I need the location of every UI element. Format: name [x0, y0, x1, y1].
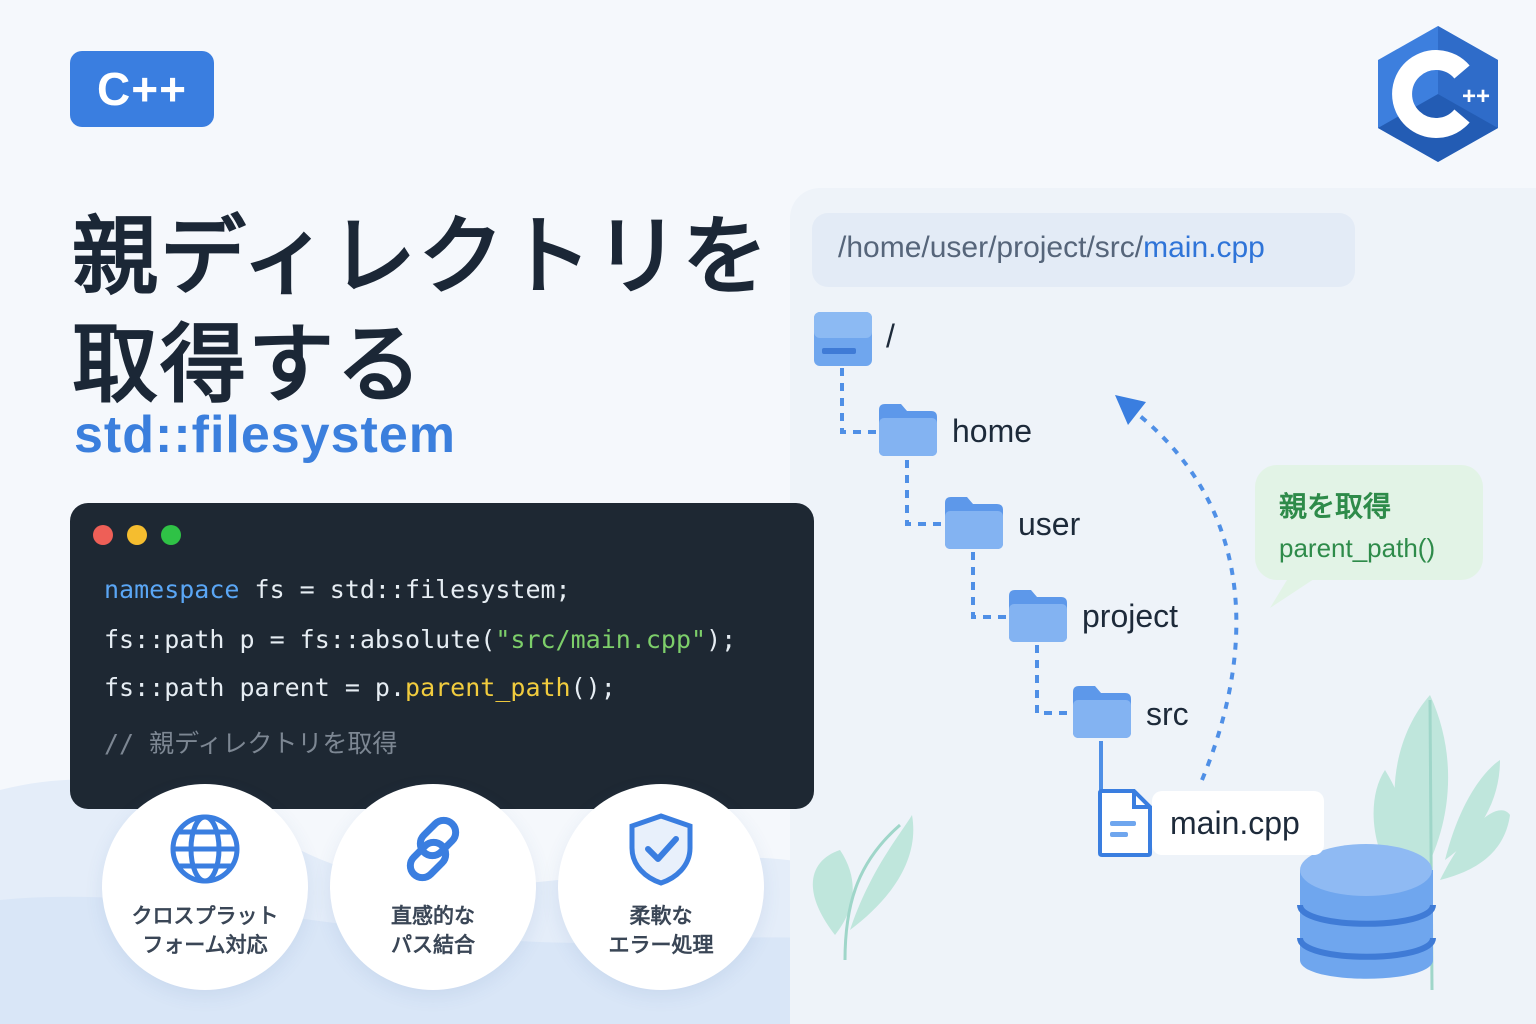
folder-icon: [1009, 590, 1067, 642]
code-line-1: namespace fs = std::filesystem;: [104, 575, 571, 604]
tree-node-root: /: [886, 318, 895, 354]
code-function: parent_path: [405, 673, 571, 702]
cpp-badge: C++: [70, 51, 214, 127]
feature-cross-platform: クロスプラットフォーム対応: [102, 784, 308, 990]
code-text: ();: [570, 673, 616, 702]
code-text: fs::path p = fs::absolute(: [104, 625, 496, 654]
tree-node-src: src: [1146, 696, 1189, 732]
drive-icon: [814, 312, 872, 366]
folder-icon: [945, 497, 1003, 549]
svg-text:++: ++: [1462, 83, 1490, 110]
path-filename: main.cpp: [1143, 231, 1265, 264]
folder-icon: [1073, 686, 1131, 738]
feature-label: クロスプラットフォーム対応: [131, 904, 279, 957]
window-minimize-dot: [127, 525, 147, 545]
tree-node-file: main.cpp: [1170, 805, 1300, 841]
code-text: fs = std::filesystem;: [239, 575, 571, 604]
path-bar: /home/user/project/src/main.cpp: [812, 213, 1355, 287]
code-window: [70, 503, 814, 809]
cpp-logo-icon: ++: [1378, 26, 1498, 162]
page-subtitle: std::filesystem: [74, 406, 456, 464]
feature-label: 直感的なパス結合: [391, 904, 475, 957]
tree-node-home: home: [952, 413, 1033, 449]
tree-node-project: project: [1082, 598, 1179, 634]
page-title-line1: 親ディレクトリを: [72, 207, 770, 307]
parent-path-callout: 親を取得 parent_path(): [1255, 465, 1483, 580]
link-icon: [406, 816, 460, 882]
code-text: );: [706, 625, 737, 654]
file-icon: [1098, 789, 1152, 857]
globe-icon: [170, 814, 240, 884]
window-close-dot: [93, 525, 113, 545]
page-title-line2: 取得する: [72, 315, 424, 415]
code-string: "src/main.cpp": [495, 625, 707, 654]
code-line-2: fs::path p = fs::absolute("src/main.cpp"…: [104, 625, 736, 654]
callout-function: parent_path(): [1279, 533, 1436, 563]
feature-path-join: 直感的なパス結合: [330, 784, 536, 990]
code-text: fs::path parent = p.: [104, 673, 406, 702]
shield-check-icon: [629, 813, 693, 886]
code-line-3: fs::path parent = p.parent_path();: [104, 673, 616, 702]
feature-label: 柔軟なエラー処理: [608, 904, 714, 957]
file-label-box: [1152, 791, 1324, 855]
window-maximize-dot: [161, 525, 181, 545]
tree-node-user: user: [1018, 506, 1081, 542]
callout-title: 親を取得: [1279, 490, 1392, 523]
code-comment: // 親ディレクトリを取得: [104, 729, 398, 758]
code-keyword: namespace: [104, 575, 240, 604]
path-prefix: /home/user/project/src/: [838, 231, 1144, 264]
folder-icon: [879, 404, 937, 456]
feature-error-handling: 柔軟なエラー処理: [558, 784, 764, 990]
